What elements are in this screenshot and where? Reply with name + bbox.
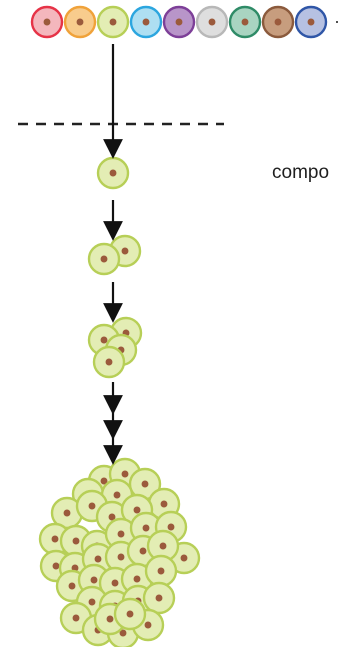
single-cell [98, 158, 128, 188]
clipped-label: compo [272, 161, 347, 185]
cluster-cell-38 [115, 599, 145, 629]
top-cell-1 [32, 7, 62, 37]
four-cell-2-nucleus [101, 337, 108, 344]
top-cell-6 [197, 7, 227, 37]
cluster-cell-28-nucleus [158, 568, 165, 575]
four-cell-4 [94, 347, 124, 377]
top-cell-row [32, 7, 326, 37]
top-cell-4-nucleus [143, 19, 150, 26]
cluster-cell-32 [144, 583, 174, 613]
large-cell-cluster [40, 459, 199, 647]
cluster-cell-10-nucleus [134, 507, 141, 514]
cluster-cell-23-nucleus [160, 543, 167, 550]
top-cell-8 [263, 7, 293, 37]
top-cell-2-nucleus [77, 19, 84, 26]
top-cell-5-nucleus [176, 19, 183, 26]
two-cell-2 [89, 244, 119, 274]
top-cell-9 [296, 7, 326, 37]
cluster-cell-20-nucleus [95, 556, 102, 563]
cluster-cell-11-nucleus [52, 536, 59, 543]
cluster-cell-5-nucleus [114, 492, 121, 499]
cluster-cell-12-nucleus [73, 538, 80, 545]
two-cell-1-nucleus [122, 248, 129, 255]
cluster-cell-22-nucleus [140, 548, 147, 555]
four-cell-4-nucleus [106, 359, 113, 366]
cluster-cell-21-nucleus [118, 554, 125, 561]
cluster-cell-3-nucleus [142, 481, 149, 488]
cluster-cell-25-nucleus [91, 577, 98, 584]
top-cell-7-nucleus [242, 19, 249, 26]
cluster-cell-28 [146, 556, 176, 586]
cluster-cell-6-nucleus [161, 501, 168, 508]
top-right-mark: · [334, 12, 347, 30]
cluster-cell-36-nucleus [145, 622, 152, 629]
top-cell-4 [131, 7, 161, 37]
cluster-cell-17-nucleus [181, 555, 188, 562]
top-cell-8-nucleus [275, 19, 282, 26]
cluster-cell-26-nucleus [112, 580, 119, 587]
cluster-cell-18-nucleus [53, 563, 60, 570]
top-cell-2 [65, 7, 95, 37]
cluster-cell-38-nucleus [127, 611, 134, 618]
single-cell-main [98, 158, 128, 188]
top-cell-3-nucleus [110, 19, 117, 26]
cluster-cell-37-nucleus [107, 616, 114, 623]
top-cell-9-nucleus [308, 19, 315, 26]
cluster-cell-29-nucleus [89, 599, 96, 606]
top-cell-1-nucleus [44, 19, 51, 26]
cluster-cell-27-nucleus [134, 576, 141, 583]
top-cell-6-nucleus [209, 19, 216, 26]
four-cell-cluster [89, 318, 141, 377]
single-cell-main-nucleus [110, 170, 117, 177]
cluster-cell-16-nucleus [168, 524, 175, 531]
cluster-cell-33-nucleus [73, 615, 80, 622]
top-cell-5 [164, 7, 194, 37]
cluster-cell-24-nucleus [69, 583, 76, 590]
top-cell-7 [230, 7, 260, 37]
cluster-cell-7-nucleus [64, 510, 71, 517]
two-cell-2-nucleus [101, 256, 108, 263]
cluster-cell-8-nucleus [89, 503, 96, 510]
cluster-cell-2-nucleus [122, 471, 129, 478]
two-cell-cluster [89, 236, 140, 274]
cluster-cell-15-nucleus [143, 525, 150, 532]
top-cell-3 [98, 7, 128, 37]
cluster-cell-32-nucleus [156, 595, 163, 602]
cluster-cell-14-nucleus [118, 531, 125, 538]
